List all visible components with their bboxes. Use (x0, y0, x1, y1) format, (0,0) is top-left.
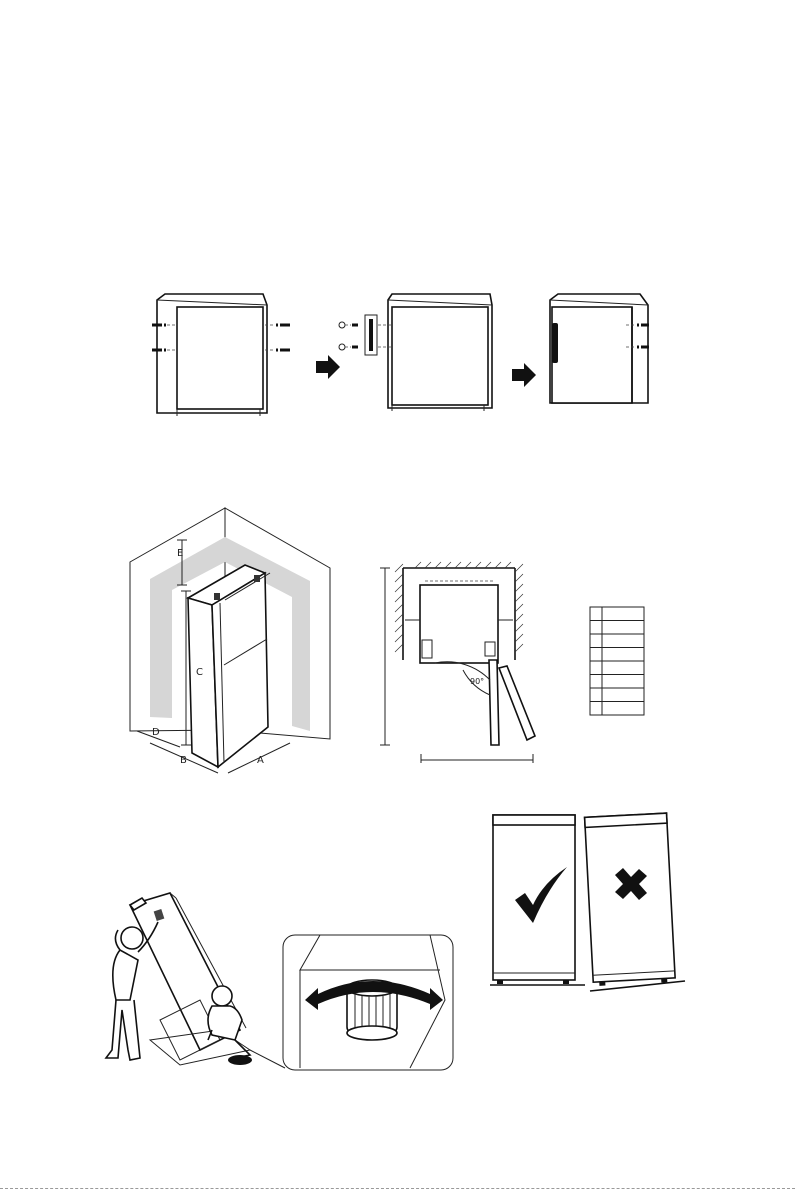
door-swing-figure: 90° (375, 560, 545, 765)
dimension-label-b: B (180, 755, 187, 766)
dimension-label-a: A (257, 755, 264, 766)
arrow-right-icon (512, 363, 536, 387)
handle-icon (552, 323, 558, 363)
fridge-step-3 (550, 294, 649, 403)
fridge-level-incorrect (585, 813, 676, 986)
dimension-table (588, 605, 648, 717)
fridge-step-1 (152, 294, 290, 416)
swing-angle-label: 90° (470, 677, 484, 686)
leveling-feet-figure (100, 890, 460, 1075)
fridge-step-2 (339, 294, 492, 411)
person-crouching-icon (208, 986, 252, 1065)
dimension-label-c: C (196, 667, 203, 678)
open-door (489, 660, 499, 745)
fridge (188, 565, 270, 767)
page-bottom-rule (0, 1188, 795, 1189)
clearance-dimensions-figure: E C D B A (120, 505, 345, 780)
handle-reversal-figure (140, 285, 670, 425)
dimension-label-d: D (152, 727, 160, 738)
fridge-level-correct (490, 815, 585, 985)
dimension-label-e: E (177, 548, 183, 559)
level-installation-figure (485, 805, 695, 995)
handle-icon (365, 315, 377, 355)
arrow-right-icon (316, 355, 340, 379)
